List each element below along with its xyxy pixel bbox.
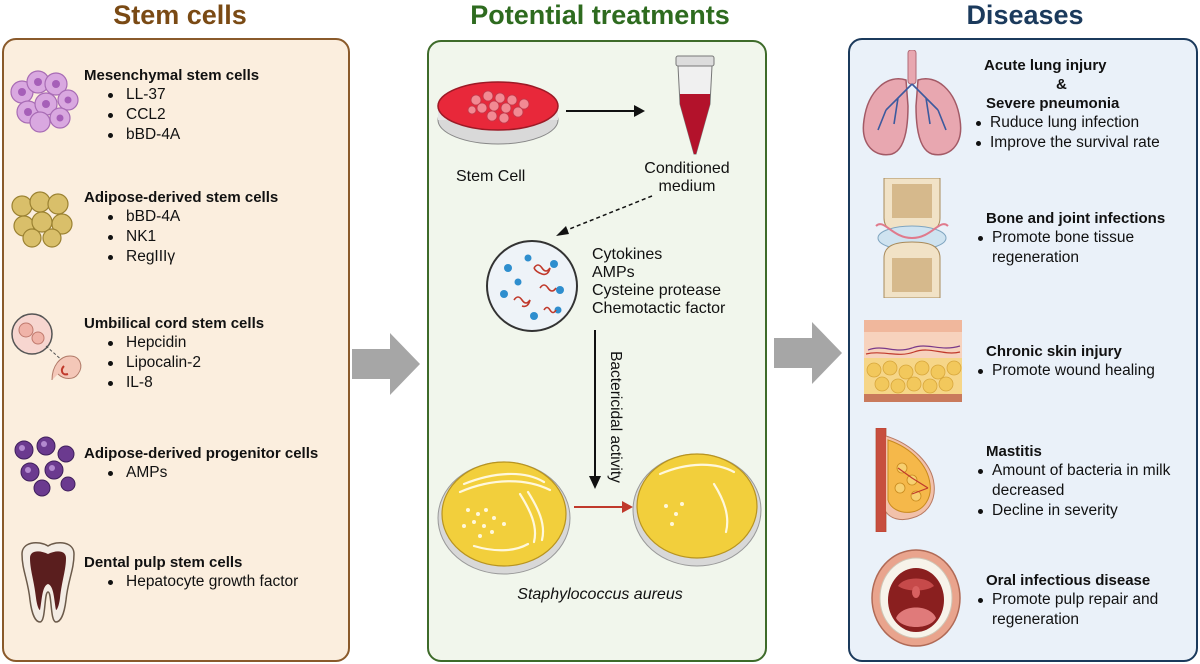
mouth-icon <box>871 549 961 647</box>
disease-title-line: Severe pneumonia <box>986 95 1120 112</box>
stem-entry-dental: Dental pulp stem cells Hepatocyte growth… <box>84 553 298 592</box>
factor-cysteine-protease: Cysteine protease <box>592 282 721 299</box>
bullet-item: Promote bone tissue regeneration <box>974 228 1174 268</box>
bullet-item: CCL2 <box>104 105 259 125</box>
disease-entry-mastitis: Mastitis Amount of bacteria in milk decr… <box>978 442 1194 521</box>
disease-title-line: Oral infectious disease <box>986 572 1151 589</box>
stem-entry-title: Adipose-derived progenitor cells <box>84 445 319 462</box>
conditioned-line2: medium <box>658 178 716 195</box>
secreted-factors-icon <box>486 240 578 332</box>
petri-dish-stem-cells-icon <box>437 81 559 145</box>
bullet-item: RegIIIγ <box>104 247 278 267</box>
stem-cells-title: Stem cells <box>113 0 247 30</box>
adipose-cells-icon <box>11 191 73 248</box>
lungs-icon <box>862 50 962 156</box>
factor-amps: AMPs <box>592 264 635 281</box>
bullet-item: Promote wound healing <box>974 361 1194 381</box>
bullet-item: Lipocalin-2 <box>104 353 264 373</box>
factor-chemotactic: Chemotactic factor <box>592 300 726 317</box>
mesenchymal-cells-icon <box>10 70 79 133</box>
bullet-item: Hepatocyte growth factor <box>104 572 298 592</box>
stem-entry-title: Adipose-derived stem cells <box>84 189 279 206</box>
stem-entry-umbilical: Umbilical cord stem cells Hepcidin Lipoc… <box>84 314 264 393</box>
bullet-item: Amount of bacteria in milk decreased <box>974 461 1184 501</box>
bactericidal-label: Bactericidal activity <box>607 351 624 483</box>
bullet-item: LL-37 <box>104 85 259 105</box>
disease-title-line: Acute lung injury <box>984 57 1107 74</box>
progenitor-cells-icon <box>14 436 76 497</box>
umbilical-cord-icon <box>11 313 82 381</box>
stem-entry-title: Mesenchymal stem cells <box>84 67 260 84</box>
agar-plate-after-icon <box>632 453 762 567</box>
stem-entry-title: Umbilical cord stem cells <box>84 315 265 332</box>
skin-icon <box>864 320 962 402</box>
agar-plate-before-icon <box>437 461 571 575</box>
bullet-item: Promote pulp repair and regeneration <box>974 590 1184 630</box>
bullet-item: Ruduce lung infection <box>972 113 1194 133</box>
factor-cytokines: Cytokines <box>592 246 663 263</box>
bullet-item: AMPs <box>104 463 318 483</box>
bullet-item: Hepcidin <box>104 333 264 353</box>
bullet-item: bBD-4A <box>104 207 278 227</box>
potential-treatments-title: Potential treatments <box>470 0 730 30</box>
stem-entry-progenitor: Adipose-derived progenitor cells AMPs <box>84 444 318 483</box>
disease-title-line: Chronic skin injury <box>986 343 1122 360</box>
disease-entry-oral: Oral infectious disease Promote pulp rep… <box>978 571 1194 630</box>
conditioned-line1: Conditioned <box>644 160 730 177</box>
diseases-title: Diseases <box>966 0 1084 30</box>
stem-entry-mesenchymal: Mesenchymal stem cells LL-37 CCL2 bBD-4A <box>84 66 259 145</box>
joint-icon <box>875 178 949 298</box>
conditioned-medium-label: Conditioned medium <box>632 160 742 196</box>
bullet-item: NK1 <box>104 227 278 247</box>
flow-arrow-left <box>352 333 420 395</box>
disease-entry-bone: Bone and joint infections Promote bone t… <box>978 209 1194 268</box>
disease-entry-lung: Acute lung injury & Severe pneumonia Rud… <box>972 56 1194 153</box>
stem-cell-label: Stem Cell <box>456 168 526 185</box>
disease-entry-skin: Chronic skin injury Promote wound healin… <box>978 342 1194 381</box>
secreted-factors-list: Cytokines AMPs Cysteine protease Chemota… <box>592 246 725 318</box>
dashed-arrow <box>556 195 653 236</box>
bullet-item: Improve the survival rate <box>972 133 1194 153</box>
stem-entry-title: Dental pulp stem cells <box>84 554 243 571</box>
disease-title-line: & <box>1056 76 1067 93</box>
red-arrow <box>574 501 633 513</box>
tooth-icon <box>21 541 75 623</box>
organism-label: Staphylococcus aureus <box>517 586 683 603</box>
disease-title-line: Mastitis <box>986 443 1042 460</box>
bullet-item: IL-8 <box>104 373 264 393</box>
bactericidal-arrow <box>589 330 601 489</box>
disease-title-line: Bone and joint infections <box>986 210 1166 227</box>
bullet-item: Decline in severity <box>974 501 1194 521</box>
conditioned-medium-tube-icon <box>675 55 715 155</box>
stem-entry-adipose: Adipose-derived stem cells bBD-4A NK1 Re… <box>84 188 278 267</box>
bullet-item: bBD-4A <box>104 125 259 145</box>
flow-arrow-right <box>774 322 842 384</box>
breast-icon <box>875 428 935 532</box>
arrow-to-medium <box>566 105 645 117</box>
